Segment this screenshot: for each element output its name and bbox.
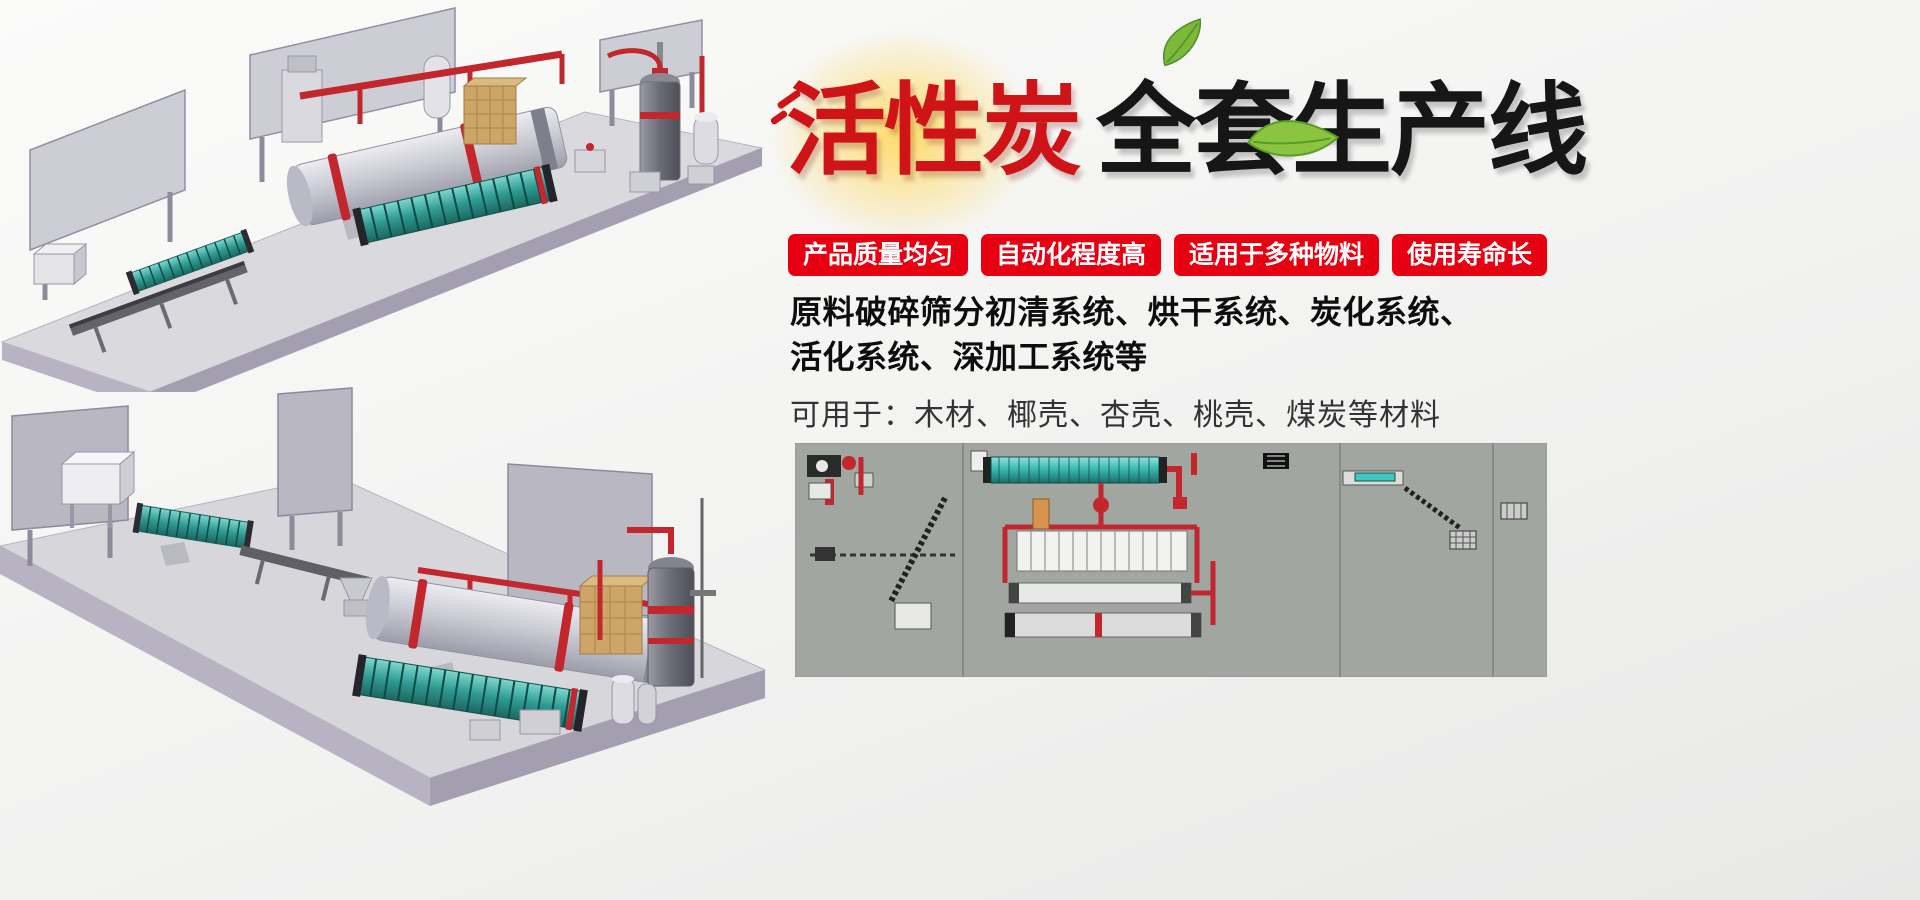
production-line-3d-render-top [0,7,764,392]
feature-badge: 适用于多种物料 [1174,234,1380,276]
title-highlight: 活性炭 [786,75,1082,187]
title-rest: 全套生产线 [1096,75,1588,187]
feature-badge: 自动化程度高 [981,234,1162,276]
feature-badges: 产品质量均匀 自动化程度高 适用于多种物料 使用寿命长 [788,234,1548,276]
feature-badge: 使用寿命长 [1392,234,1548,276]
content-panel: 活性炭全套生产线 产品质量均匀 自动化程度高 适用于多种物料 使用寿命长 原料破… [768,0,1920,900]
production-line-3d-render-bottom [0,387,767,806]
systems-description: 原料破碎筛分初清系统、烘干系统、炭化系统、 活化系统、深加工系统等 [790,290,1473,380]
description-block: 原料破碎筛分初清系统、烘干系统、炭化系统、 活化系统、深加工系统等 可用于：木材… [790,290,1473,434]
schematic-drawing [795,443,1547,677]
banner-title: 活性炭全套生产线 [786,75,1588,187]
green-leaf-icon [1163,18,1201,67]
materials-description: 可用于：木材、椰壳、杏壳、桃壳、煤炭等材料 [790,399,1441,432]
systems-line-2: 活化系统、深加工系统等 [790,339,1148,375]
feature-badge: 产品质量均匀 [788,234,969,276]
systems-line-1: 原料破碎筛分初清系统、烘干系统、炭化系统、 [790,294,1473,330]
equipment-layout-schematic [795,443,1547,677]
